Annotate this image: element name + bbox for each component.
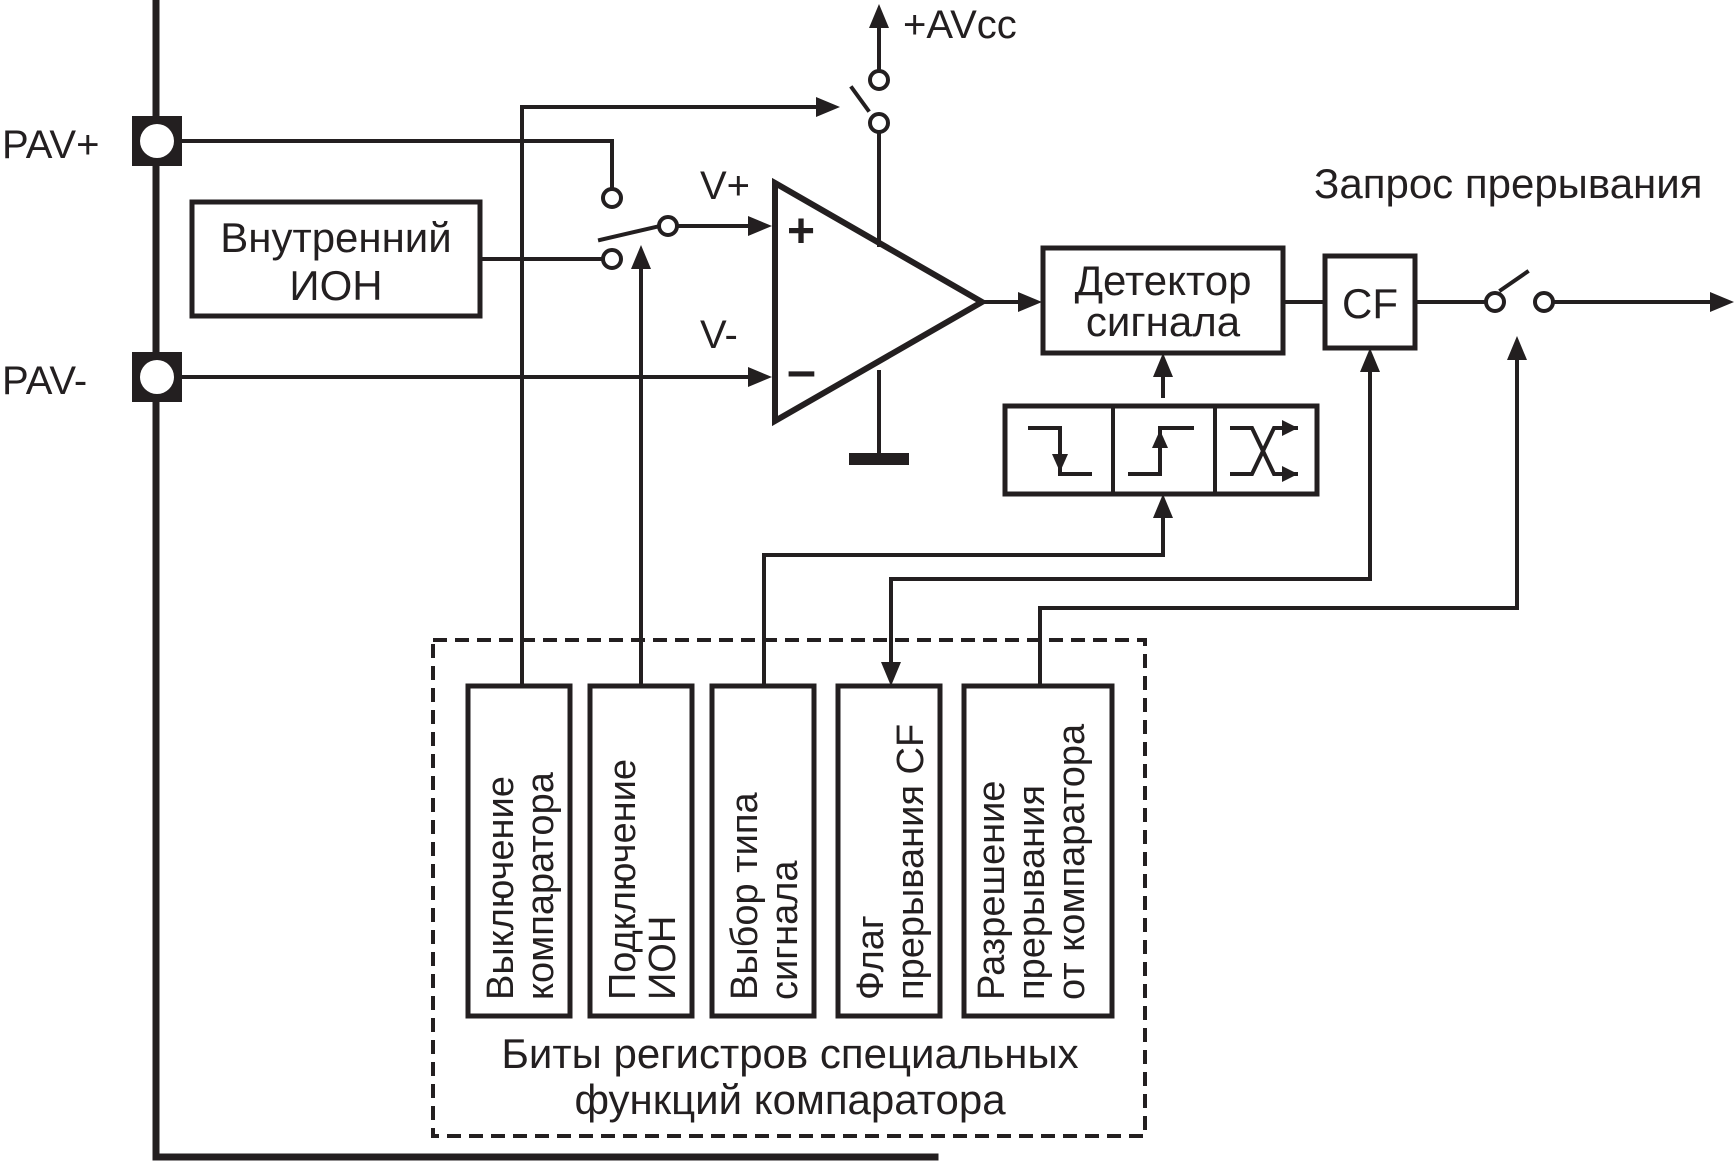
register-bit-ion-connect-line1: Подключение	[602, 759, 644, 1000]
ground-symbol	[849, 370, 909, 465]
register-bit-disable: Выключение компаратора	[465, 683, 573, 1019]
flag-wire	[881, 348, 1380, 686]
register-bit-interrupt-enable-line1: Разрешение	[971, 781, 1013, 1000]
register-bit-signal-type-line2: сигнала	[764, 860, 806, 1000]
register-bit-disable-line1: Выключение	[480, 776, 522, 1000]
detector-label-line1: Детектор	[1075, 257, 1252, 304]
pav-minus-wire	[180, 367, 772, 387]
register-caption-line2: функций компаратора	[574, 1076, 1006, 1123]
ion-connect-control-wire	[631, 245, 651, 688]
supply-label: +AVcc	[903, 3, 1017, 47]
interrupt-request-label: Запрос прерывания	[1314, 160, 1702, 207]
signal-detector-block	[1040, 245, 1286, 356]
plus-sign: +	[787, 205, 815, 258]
register-bit-interrupt-enable-line2: прерывания	[1011, 785, 1053, 1000]
input-select-switch	[597, 215, 772, 243]
register-bit-interrupt-enable: Разрешение прерывания от компаратора	[961, 683, 1115, 1019]
pav-plus-wire	[180, 139, 623, 209]
ion-label-line1: Внутренний	[220, 214, 451, 261]
minus-sign: –	[787, 342, 816, 400]
register-bit-interrupt-enable-line3: от компаратора	[1051, 723, 1093, 1000]
v-minus-label: V-	[700, 313, 738, 357]
falling-edge-icon	[1028, 426, 1092, 476]
register-bit-disable-line2: компаратора	[520, 771, 562, 1000]
detector-label-line2: сигнала	[1086, 298, 1241, 345]
rising-edge-icon	[1128, 426, 1194, 476]
cf-label: CF	[1342, 280, 1398, 327]
signal-type-control-wire	[762, 494, 1173, 688]
register-bit-cf-flag-line2: прерывания CF	[890, 724, 932, 1000]
disable-control-wire	[520, 97, 840, 688]
opamp-output-wire	[980, 292, 1042, 312]
pin-label-pav-plus: PAV+	[2, 123, 99, 167]
register-bit-cf-flag-line1: Флаг	[850, 915, 892, 1000]
ion-label-line2: ИОН	[289, 262, 382, 309]
register-bit-ion-connect: Подключение ИОН	[587, 683, 695, 1019]
ion-wire	[478, 248, 623, 270]
left-bus	[152, 0, 939, 1161]
pin-pav-minus	[132, 352, 182, 402]
v-plus-label: V+	[700, 164, 750, 208]
register-caption-line1: Биты регистров специальных	[501, 1030, 1078, 1077]
internal-reference-block	[189, 199, 483, 319]
register-bit-cf-flag: Флаг прерывания CF	[835, 683, 943, 1019]
register-bit-ion-connect-line2: ИОН	[642, 916, 684, 1000]
interrupt-enable-control-wire	[1038, 336, 1527, 688]
power-switch	[849, 4, 890, 247]
interrupt-switch	[1413, 269, 1734, 313]
pin-pav-plus	[132, 116, 182, 166]
pin-label-pav-minus: PAV-	[2, 359, 87, 403]
register-bit-signal-type: Выбор типа сигнала	[709, 683, 817, 1019]
toggle-edge-icon	[1230, 420, 1298, 482]
register-group	[431, 638, 1147, 1138]
register-bit-signal-type-line1: Выбор типа	[724, 792, 766, 1000]
